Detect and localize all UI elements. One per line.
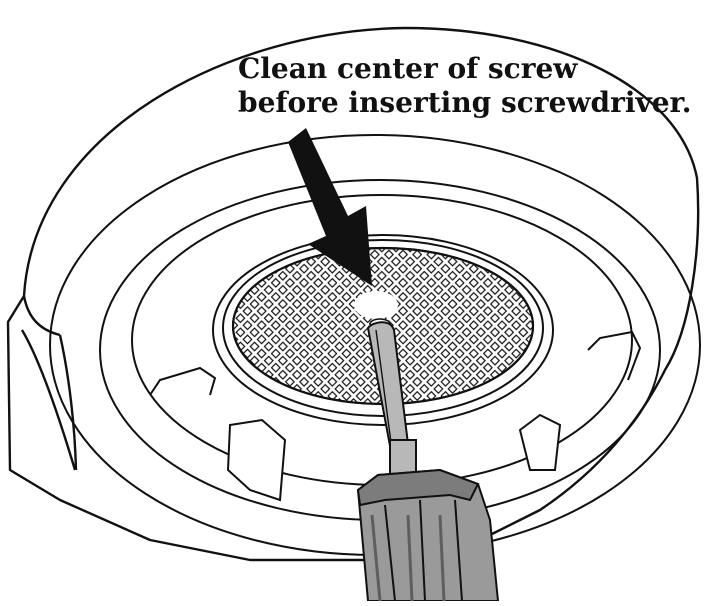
callout-line-2: before inserting screwdriver. [238, 86, 692, 119]
screwdriver [356, 321, 500, 602]
callout-text: Clean center of screw before inserting s… [238, 52, 708, 120]
pointer-arrow [288, 128, 372, 286]
inner-rim [49, 134, 701, 556]
callout-line-1: Clean center of screw [238, 52, 578, 85]
